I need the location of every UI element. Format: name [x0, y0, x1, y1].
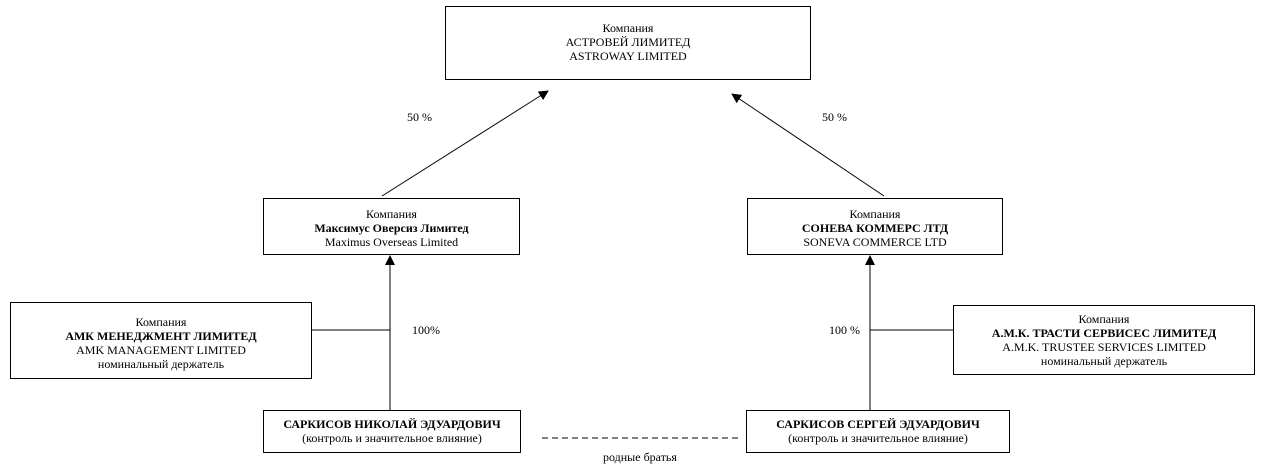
- node-name-en: AMK MANAGEMENT LIMITED: [76, 343, 246, 357]
- node-name-ru: А.М.К. ТРАСТИ СЕРВИСЕС ЛИМИТЕД: [991, 326, 1217, 340]
- edge-label-sergey-soneva: 100 %: [829, 323, 860, 337]
- node-type: Компания: [849, 207, 901, 221]
- node-name-en: ASTROWAY LIMITED: [569, 49, 687, 63]
- node-name-ru: СОНЕВА КОММЕРС ЛТД: [801, 221, 949, 235]
- arrow-soneva-to-astroway: [731, 93, 885, 197]
- person-note: (контроль и значительное влияние): [302, 431, 482, 445]
- node-type: Компания: [1078, 312, 1130, 326]
- person-note: (контроль и значительное влияние): [788, 431, 968, 445]
- node-name-ru: АСТРОВЕЙ ЛИМИТЕД: [565, 35, 691, 49]
- arrow-maximus-to-astroway: [381, 90, 549, 197]
- node-nikolay: САРКИСОВ НИКОЛАЙ ЭДУАРДОВИЧ (контроль и …: [263, 410, 521, 453]
- node-role: номинальный держатель: [97, 357, 225, 371]
- person-name: САРКИСОВ НИКОЛАЙ ЭДУАРДОВИЧ: [283, 417, 501, 431]
- node-name-en: A.M.K. TRUSTEE SERVICES LIMITED: [1002, 340, 1206, 354]
- node-astroway: Компания АСТРОВЕЙ ЛИМИТЕД ASTROWAY LIMIT…: [445, 6, 811, 80]
- node-name-ru: Максимус Оверсиз Лимитед: [314, 221, 469, 235]
- edge-label-maximus-astroway: 50 %: [407, 110, 432, 124]
- node-type: Компания: [135, 315, 187, 329]
- node-maximus: Компания Максимус Оверсиз Лимитед Maximu…: [263, 198, 520, 255]
- node-role: номинальный держатель: [1040, 354, 1168, 368]
- edge-label-nikolay-maximus: 100%: [412, 323, 440, 337]
- node-type: Компания: [602, 21, 654, 35]
- brothers-label: родные братья: [603, 450, 677, 464]
- node-amk-trustee: Компания А.М.К. ТРАСТИ СЕРВИСЕС ЛИМИТЕД …: [953, 305, 1255, 375]
- node-type: Компания: [366, 207, 417, 221]
- node-name-en: Maximus Overseas Limited: [324, 235, 459, 249]
- node-sergey: САРКИСОВ СЕРГЕЙ ЭДУАРДОВИЧ (контроль и з…: [746, 410, 1010, 453]
- node-name-en: SONEVA COMMERCE LTD: [803, 235, 947, 249]
- node-amk-management: Компания АМК МЕНЕДЖМЕНТ ЛИМИТЕД AMK MANA…: [10, 302, 312, 379]
- node-soneva: Компания СОНЕВА КОММЕРС ЛТД SONEVA COMME…: [747, 198, 1003, 255]
- person-name: САРКИСОВ СЕРГЕЙ ЭДУАРДОВИЧ: [776, 417, 980, 431]
- node-name-ru: АМК МЕНЕДЖМЕНТ ЛИМИТЕД: [65, 329, 257, 343]
- edge-label-soneva-astroway: 50 %: [822, 110, 847, 124]
